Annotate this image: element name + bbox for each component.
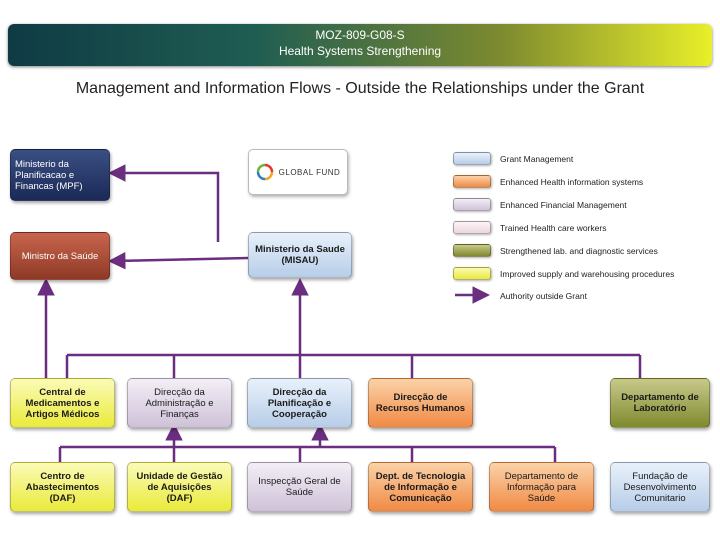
box-misau: Ministerio da Saude (MISAU) (248, 232, 352, 278)
legend-label: Improved supply and warehousing procedur… (500, 269, 675, 279)
global-fund-text: GLOBAL FUND (278, 167, 341, 177)
box-ministro-saude: Ministro da Saúde (10, 232, 110, 280)
grant-title: Health Systems Strengthening (278, 44, 442, 58)
legend-label: Enhanced Health information systems (500, 177, 644, 187)
legend-label: Trained Health care workers (500, 223, 607, 233)
legend-swatch-lab-services (453, 244, 491, 257)
box-igs: Inspecção Geral de Saúde (247, 462, 352, 512)
box-centro-abastecimentos: Centro de Abastecimentos (DAF) (10, 462, 115, 512)
box-laboratorio: Departamento de Laboratório (610, 378, 710, 428)
arrow-misau-to-ministro (108, 251, 249, 270)
legend-label: Authority outside Grant (500, 291, 587, 301)
global-fund-logo: GLOBAL FUND (248, 149, 348, 195)
box-dtic: Dept. de Tecnologia de Informação e Comu… (368, 462, 473, 512)
box-dpc: Direcção da Planificação e Cooperação (247, 378, 352, 428)
legend-label: Strengthened lab. and diagnostic service… (500, 246, 658, 256)
box-dis: Departamento de Informação para Saúde (489, 462, 594, 512)
box-daf-direction: Direcção da Administração e Finanças (127, 378, 232, 428)
grant-code: MOZ-809-G08-S (315, 28, 405, 42)
box-mpf: Ministerio da Planificacao e Financas (M… (10, 149, 110, 201)
global-fund-icon (256, 163, 273, 181)
box-fdc: Fundação de Desenvolvimento Comunitario (610, 462, 710, 512)
box-cmam: Central de Medicamentos e Artigos Médico… (10, 378, 115, 428)
page-title: Management and Information Flows - Outsi… (75, 80, 645, 97)
legend-swatch-health-workers (453, 221, 491, 234)
legend-label: Enhanced Financial Management (500, 200, 627, 210)
legend-label: Grant Management (500, 154, 574, 164)
arrow-misau-to-mpf (108, 164, 220, 242)
box-drh: Direcção de Recursos Humanos (368, 378, 473, 428)
legend-swatch-health-information (453, 175, 491, 188)
legend-swatch-financial-management (453, 198, 491, 211)
legend-swatch-grant-management (453, 152, 491, 165)
header-banner: MOZ-809-G08-S Health Systems Strengtheni… (8, 24, 712, 66)
box-ugea: Unidade de Gestão de Aquisições (DAF) (127, 462, 232, 512)
legend-swatch-supply (453, 267, 491, 280)
